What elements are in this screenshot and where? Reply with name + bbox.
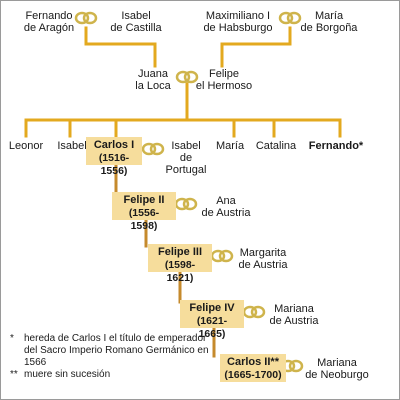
person-place: de Austria bbox=[269, 315, 319, 327]
person-ana-austria: Ana de Austria bbox=[196, 195, 256, 219]
person-carlos-ii: Carlos II** (1665-1700) bbox=[220, 354, 286, 382]
person-place: de Neoburgo bbox=[305, 369, 369, 381]
footnote-text: hereda de Carlos I el título de emperado… bbox=[24, 333, 209, 368]
person-name: María bbox=[314, 10, 344, 22]
marriage-rings-icon bbox=[74, 11, 98, 25]
person-margarita-austria: Margarita de Austria bbox=[232, 247, 294, 271]
person-mariana-neoburgo: Mariana de Neoburgo bbox=[304, 357, 370, 381]
person-place: de Castilla bbox=[110, 22, 162, 34]
footnotes: * hereda de Carlos I el título de empera… bbox=[10, 333, 220, 381]
footnote-marker: ** bbox=[10, 369, 18, 380]
person-name: Margarita bbox=[239, 247, 287, 259]
person-isabel: Isabel bbox=[57, 140, 87, 152]
person-place: de Austria bbox=[201, 207, 251, 219]
person-maria: María bbox=[215, 140, 245, 152]
person-epithet: el Hermoso bbox=[195, 80, 253, 92]
reign-dates: (1598-1621) bbox=[164, 259, 196, 284]
person-felipe-hermoso: Felipe el Hermoso bbox=[194, 68, 254, 92]
person-maximiliano: Maximiliano I de Habsburgo bbox=[196, 10, 280, 34]
marriage-rings-icon bbox=[278, 11, 302, 25]
person-name: Mariana bbox=[274, 303, 314, 315]
person-place: de Borgoña bbox=[300, 22, 358, 34]
person-name: Isabel bbox=[171, 140, 201, 152]
marriage-rings-icon bbox=[174, 197, 198, 211]
person-name: Felipe bbox=[209, 68, 239, 80]
person-name-part: de bbox=[179, 152, 193, 164]
person-name: Ana bbox=[216, 195, 236, 207]
person-felipe-iv: Felipe IV (1621-1665) bbox=[180, 300, 244, 340]
person-name: Juana bbox=[138, 68, 168, 80]
person-isabel-portugal: Isabel de Portugal bbox=[164, 140, 208, 176]
person-name: Isabel bbox=[121, 10, 151, 22]
person-name: Felipe II bbox=[123, 194, 165, 206]
person-leonor: Leonor bbox=[8, 140, 44, 152]
person-name-part: Portugal bbox=[165, 164, 207, 176]
person-name: Felipe III bbox=[157, 246, 202, 258]
reign-dates: (1516-1556) bbox=[98, 152, 130, 177]
person-felipe-iii: Felipe III (1598-1621) bbox=[148, 244, 212, 284]
person-felipe-ii: Felipe II (1556-1598) bbox=[112, 192, 176, 232]
footnote: ** muere sin sucesión bbox=[10, 369, 220, 381]
person-name: Maximiliano I bbox=[205, 10, 271, 22]
person-mariana-austria: Mariana de Austria bbox=[264, 303, 324, 327]
person-catalina: Catalina bbox=[255, 140, 297, 152]
person-fernando: Fernando* bbox=[308, 140, 364, 152]
person-name: Carlos II** bbox=[227, 356, 279, 368]
person-name: Felipe IV bbox=[189, 302, 235, 314]
person-carlos-i: Carlos I (1516-1556) bbox=[86, 137, 142, 177]
marriage-rings-icon bbox=[210, 249, 234, 263]
person-fernando-aragon: Fernando de Aragón bbox=[14, 10, 84, 34]
person-isabel-castilla: Isabel de Castilla bbox=[102, 10, 170, 34]
footnote: * hereda de Carlos I el título de empera… bbox=[10, 333, 220, 369]
person-juana: Juana la Loca bbox=[130, 68, 176, 92]
person-place: de Habsburgo bbox=[203, 22, 273, 34]
marriage-rings-icon bbox=[175, 70, 199, 84]
person-place: de Austria bbox=[238, 259, 288, 271]
person-epithet: la Loca bbox=[135, 80, 171, 92]
footnote-marker: * bbox=[10, 333, 14, 344]
person-name: Carlos I bbox=[93, 139, 135, 151]
marriage-rings-icon bbox=[242, 305, 266, 319]
person-name: Fernando bbox=[25, 10, 73, 22]
person-name: Mariana bbox=[317, 357, 357, 369]
person-maria-borgona: María de Borgoña bbox=[296, 10, 362, 34]
reign-dates: (1621-1665) bbox=[196, 315, 228, 340]
reign-dates: (1665-1700) bbox=[224, 369, 282, 381]
person-place: de Aragón bbox=[23, 22, 75, 34]
footnote-text: muere sin sucesión bbox=[24, 369, 111, 380]
marriage-rings-icon bbox=[141, 142, 165, 156]
reign-dates: (1556-1598) bbox=[128, 207, 160, 232]
